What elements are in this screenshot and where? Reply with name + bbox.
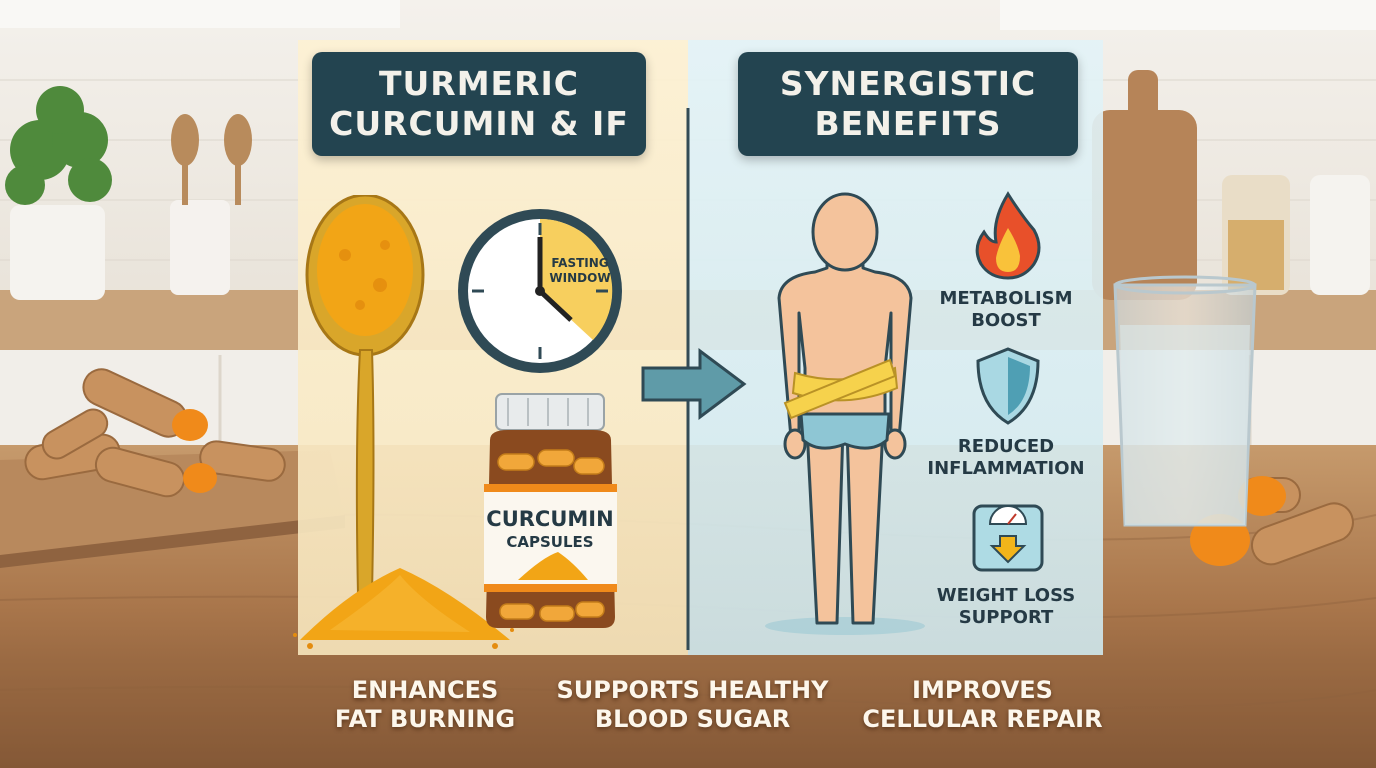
clock-line2: WINDOW [549,271,611,285]
scale-icon [972,504,1044,572]
caption-2-line2: BLOOD SUGAR [594,705,791,733]
left-header-line1: TURMERIC [378,64,579,103]
benefit-weight-line1: WEIGHT LOSS [936,585,1076,606]
arrow-right-icon [641,348,747,420]
right-header: SYNERGISTIC BENEFITS [738,52,1078,156]
bottle-line2: CAPSULES [506,533,594,551]
right-header-line2: BENEFITS [814,104,1002,143]
measuring-tape [783,358,899,420]
benefit-metabolism: METABOLISM BOOST [918,288,1094,332]
water-glass [1113,275,1257,527]
right-header-line1: SYNERGISTIC [779,64,1037,103]
capsules-label: CURCUMIN CAPSULES [484,506,616,552]
bottle-line1: CURCUMIN [486,507,614,531]
caption-fat-burning: ENHANCES FAT BURNING [300,676,550,734]
caption-1-line2: FAT BURNING [334,705,516,733]
body-figure-icon [765,192,925,635]
shield-icon [976,347,1040,425]
benefit-metabolism-line1: METABOLISM [939,288,1073,309]
clock-line1: FASTING [551,256,609,270]
turmeric-roots-left [24,368,286,498]
capsule-bottle-icon [484,393,617,628]
caption-1-line1: ENHANCES [351,676,499,704]
left-header-line2: CURCUMIN & IF [329,104,629,143]
benefit-weight-line2: SUPPORT [958,607,1054,628]
caption-3-line1: IMPROVES [912,676,1053,704]
caption-blood-sugar: SUPPORTS HEALTHY BLOOD SUGAR [545,676,840,734]
benefit-metabolism-line2: BOOST [971,310,1041,331]
flame-icon [975,191,1041,280]
benefit-weight-loss: WEIGHT LOSS SUPPORT [918,585,1094,629]
benefit-inflammation-line2: INFLAMMATION [927,458,1085,479]
caption-2-line1: SUPPORTS HEALTHY [556,676,829,704]
left-header: TURMERIC CURCUMIN & IF [312,52,646,156]
caption-cellular-repair: IMPROVES CELLULAR REPAIR [850,676,1115,734]
fasting-window-label: FASTING WINDOW [540,256,620,286]
fasting-clock-icon [458,209,622,373]
caption-3-line2: CELLULAR REPAIR [862,705,1103,733]
turmeric-spoon-icon [305,195,425,596]
benefit-inflammation: REDUCED INFLAMMATION [918,436,1094,480]
turmeric-powder-icon [293,568,514,649]
turmeric-roots-right [1190,476,1354,566]
benefit-inflammation-line1: REDUCED [957,436,1055,457]
